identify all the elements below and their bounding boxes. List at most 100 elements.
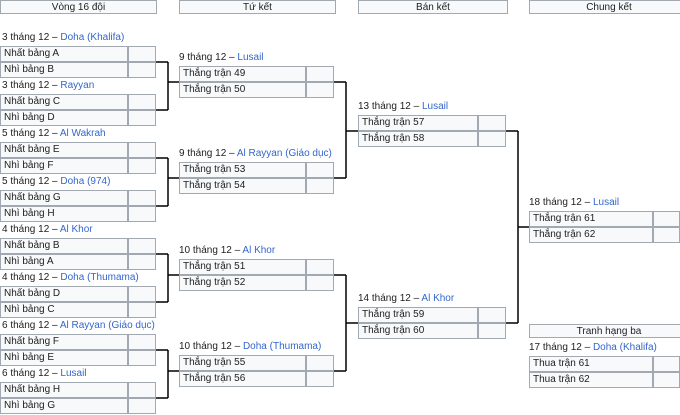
match-date: 6 tháng 12 – — [2, 368, 61, 379]
score-cell — [128, 190, 156, 206]
header-final: Chung kết — [529, 0, 680, 14]
venue-link[interactable]: Doha (Khalifa) — [592, 342, 657, 353]
team-cell: Thắng trận 54 — [179, 178, 306, 194]
match-label: 10 tháng 12 – Al Khor — [179, 243, 275, 259]
team-cell: Nhì bảng B — [0, 62, 128, 78]
team-cell: Thắng trận 57 — [358, 115, 478, 131]
venue-link[interactable]: Lusail — [60, 368, 87, 379]
team-cell: Thắng trận 61 — [529, 211, 653, 227]
venue-link[interactable]: Doha (Thumama) — [60, 272, 139, 283]
score-cell — [653, 356, 680, 372]
team-cell: Nhất bảng E — [0, 142, 128, 158]
team-cell: Thua trận 61 — [529, 356, 653, 372]
score-cell — [128, 158, 156, 174]
match-date: 4 tháng 12 – — [2, 272, 61, 283]
match-label: 3 tháng 12 – Rayyan — [2, 78, 94, 94]
match-date: 5 tháng 12 – — [2, 128, 60, 139]
score-cell — [478, 115, 506, 131]
team-cell: Nhất bảng F — [0, 334, 128, 350]
team-cell: Thắng trận 49 — [179, 66, 306, 82]
team-cell: Nhất bảng G — [0, 190, 128, 206]
team-cell: Thua trận 62 — [529, 372, 653, 388]
team-cell: Nhất bảng D — [0, 286, 128, 302]
venue-link[interactable]: Al Wakrah — [59, 128, 106, 139]
match-label: 3 tháng 12 – Doha (Khalifa) — [2, 30, 124, 46]
team-cell: Thắng trận 59 — [358, 307, 478, 323]
venue-link[interactable]: Doha (974) — [60, 176, 111, 187]
match-date: 3 tháng 12 – — [2, 32, 61, 43]
score-cell — [128, 46, 156, 62]
team-cell: Thắng trận 56 — [179, 371, 306, 387]
venue-link[interactable]: Rayyan — [60, 80, 95, 91]
venue-link[interactable]: Lusail — [592, 197, 620, 208]
match-date: 10 tháng 12 – — [179, 341, 243, 352]
team-cell: Nhì bảng F — [0, 158, 128, 174]
match-date: 4 tháng 12 – — [2, 224, 60, 235]
venue-link[interactable]: Lusail — [237, 52, 264, 63]
score-cell — [306, 82, 334, 98]
score-cell — [306, 355, 334, 371]
match-label: 17 tháng 12 – Doha (Khalifa) — [529, 340, 657, 356]
score-cell — [478, 131, 506, 147]
score-cell — [306, 162, 334, 178]
venue-link[interactable]: Al Khor — [421, 293, 455, 304]
score-cell — [306, 66, 334, 82]
score-cell — [653, 211, 680, 227]
match-label: 4 tháng 12 – Doha (Thumama) — [2, 270, 139, 286]
match-label: 13 tháng 12 – Lusail — [358, 99, 448, 115]
score-cell — [478, 323, 506, 339]
venue-link[interactable]: Lusail — [421, 101, 449, 112]
match-label: 6 tháng 12 – Lusail — [2, 366, 87, 382]
match-date: 5 tháng 12 – — [2, 176, 61, 187]
score-cell — [478, 307, 506, 323]
header-semi-finals: Bán kết — [358, 0, 508, 14]
match-date: 13 tháng 12 – — [358, 101, 422, 112]
venue-link[interactable]: Al Rayyan (Giáo dục) — [236, 148, 332, 159]
score-cell — [128, 238, 156, 254]
team-cell: Thắng trận 60 — [358, 323, 478, 339]
team-cell: Thắng trận 51 — [179, 259, 306, 275]
match-label: 14 tháng 12 – Al Khor — [358, 291, 454, 307]
match-label: 5 tháng 12 – Doha (974) — [2, 174, 110, 190]
team-cell: Thắng trận 50 — [179, 82, 306, 98]
venue-link[interactable]: Al Rayyan (Giáo dục) — [59, 320, 155, 331]
team-cell: Thắng trận 58 — [358, 131, 478, 147]
team-cell: Nhất bảng A — [0, 46, 128, 62]
score-cell — [306, 371, 334, 387]
team-cell: Thắng trận 53 — [179, 162, 306, 178]
header-quarter-finals: Tứ kết — [179, 0, 336, 14]
match-label: 9 tháng 12 – Lusail — [179, 50, 264, 66]
team-cell: Nhì bảng A — [0, 254, 128, 270]
match-label: 10 tháng 12 – Doha (Thumama) — [179, 339, 321, 355]
score-cell — [128, 382, 156, 398]
match-label: 9 tháng 12 – Al Rayyan (Giáo dục) — [179, 146, 332, 162]
score-cell — [128, 110, 156, 126]
team-cell: Thắng trận 55 — [179, 355, 306, 371]
score-cell — [306, 178, 334, 194]
team-cell: Thắng trận 52 — [179, 275, 306, 291]
score-cell — [128, 62, 156, 78]
score-cell — [128, 302, 156, 318]
match-date: 3 tháng 12 – — [2, 80, 61, 91]
venue-link[interactable]: Al Khor — [59, 224, 93, 235]
score-cell — [128, 254, 156, 270]
team-cell: Nhất bảng H — [0, 382, 128, 398]
header-third-place: Tranh hạng ba — [529, 324, 680, 338]
score-cell — [128, 94, 156, 110]
score-cell — [653, 372, 680, 388]
header-round-of-16: Vòng 16 đội — [0, 0, 157, 14]
venue-link[interactable]: Doha (Thumama) — [242, 341, 322, 352]
venue-link[interactable]: Doha (Khalifa) — [60, 32, 125, 43]
match-date: 14 tháng 12 – — [358, 293, 422, 304]
match-label: 5 tháng 12 – Al Wakrah — [2, 126, 106, 142]
match-date: 9 tháng 12 – — [179, 52, 238, 63]
team-cell: Nhì bảng H — [0, 206, 128, 222]
venue-link[interactable]: Al Khor — [242, 245, 276, 256]
score-cell — [128, 142, 156, 158]
score-cell — [128, 334, 156, 350]
match-date: 10 tháng 12 – — [179, 245, 243, 256]
score-cell — [128, 286, 156, 302]
score-cell — [306, 259, 334, 275]
match-label: 18 tháng 12 – Lusail — [529, 195, 619, 211]
